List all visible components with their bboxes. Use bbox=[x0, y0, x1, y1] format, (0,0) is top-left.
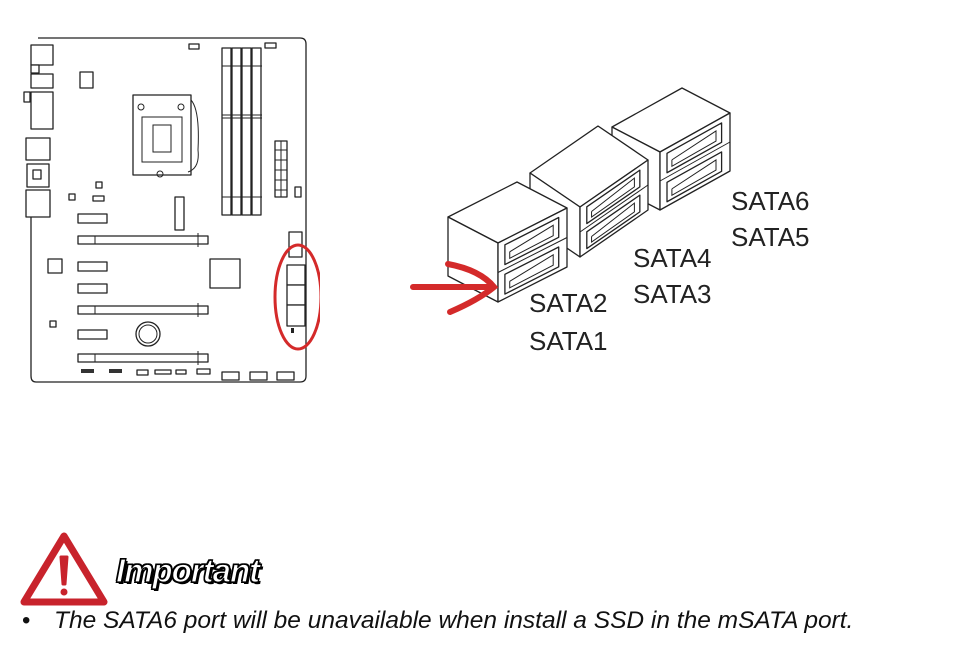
sata-port bbox=[586, 169, 641, 225]
important-heading: Important bbox=[115, 551, 260, 589]
small-chip bbox=[49, 320, 57, 328]
sata-port-block bbox=[529, 125, 649, 258]
sata-port bbox=[666, 122, 723, 174]
sata-port bbox=[504, 216, 560, 266]
sata-highlight-circle bbox=[273, 243, 320, 351]
chipset bbox=[209, 258, 241, 289]
label-sata5: SATA5 bbox=[731, 222, 810, 252]
sata-port bbox=[586, 194, 641, 250]
small-chip bbox=[68, 193, 76, 201]
dimm-slots bbox=[221, 47, 262, 216]
sata-port bbox=[504, 246, 560, 295]
label-sata2: SATA2 bbox=[529, 288, 608, 318]
label-sata4: SATA4 bbox=[633, 243, 712, 273]
rear-io bbox=[23, 44, 54, 218]
red-arrow bbox=[410, 261, 499, 315]
small-chip bbox=[47, 258, 63, 274]
small-chip bbox=[95, 181, 103, 189]
fan-header bbox=[264, 42, 277, 49]
label-sata1: SATA1 bbox=[529, 326, 608, 356]
cpu-socket bbox=[132, 94, 199, 178]
fan-header bbox=[188, 43, 200, 50]
important-note: The SATA6 port will be unavailable when … bbox=[54, 607, 854, 634]
cpu-power-connector bbox=[79, 71, 94, 89]
fan-header bbox=[294, 186, 302, 198]
label-sata3: SATA3 bbox=[633, 279, 712, 309]
sata-port bbox=[666, 151, 723, 203]
bullet-marker: • bbox=[22, 607, 31, 634]
motherboard-diagram bbox=[23, 37, 320, 383]
warning-icon bbox=[20, 532, 108, 606]
msata-slot bbox=[174, 196, 185, 231]
bottom-headers bbox=[81, 368, 295, 381]
fan-header bbox=[92, 195, 105, 202]
sata-ports-closeup: SATA6 SATA5 SATA4 SATA3 SATA2 SATA1 bbox=[410, 87, 810, 356]
pcie-slots bbox=[77, 213, 209, 365]
cmos-battery bbox=[135, 321, 161, 347]
label-sata6: SATA6 bbox=[731, 186, 810, 216]
sata-connectors-board bbox=[286, 231, 306, 333]
